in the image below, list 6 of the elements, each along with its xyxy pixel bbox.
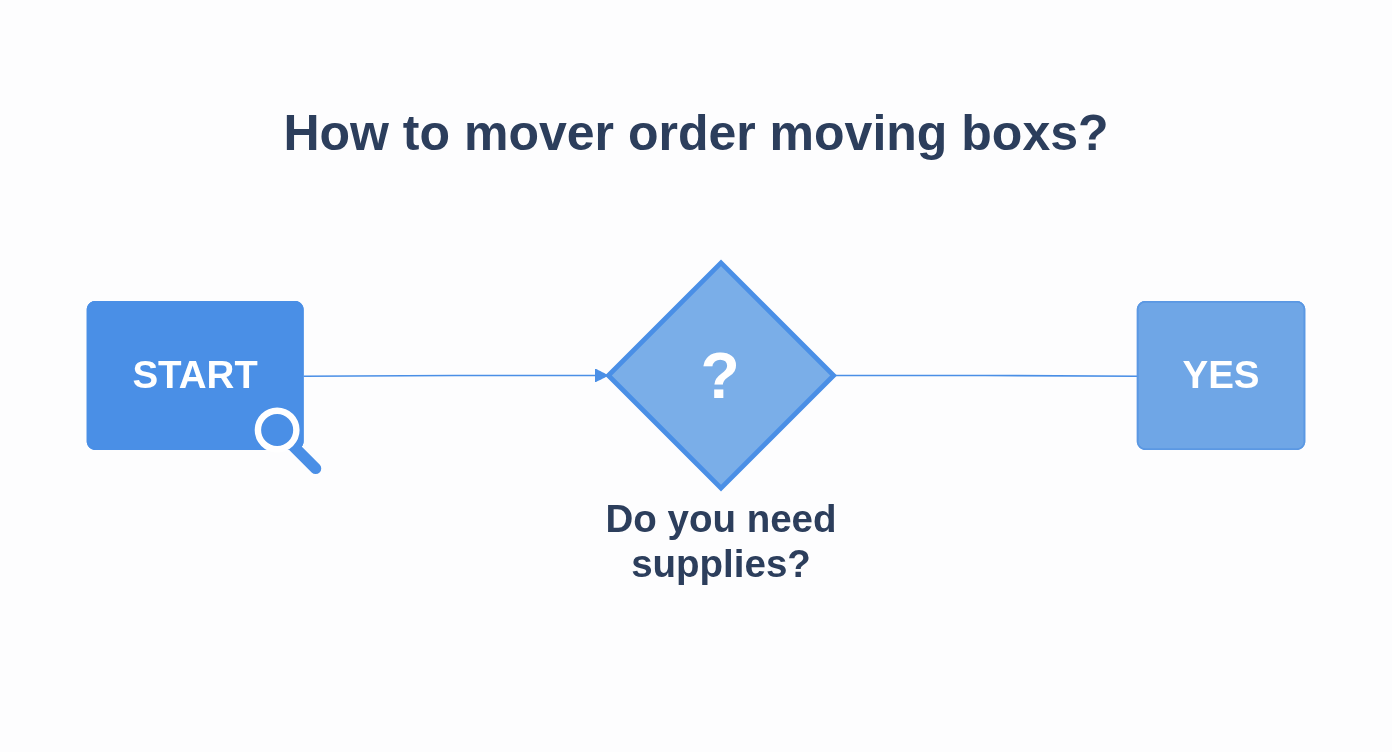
decision-caption: Do you need supplies?: [605, 497, 837, 586]
process-box: START: [86, 300, 304, 451]
process-box: YES: [1136, 300, 1306, 451]
decision-diamond: ?: [604, 259, 838, 492]
arrow: [302, 368, 609, 383]
diagram-title: How to mover order moving boxs?: [283, 105, 1109, 161]
